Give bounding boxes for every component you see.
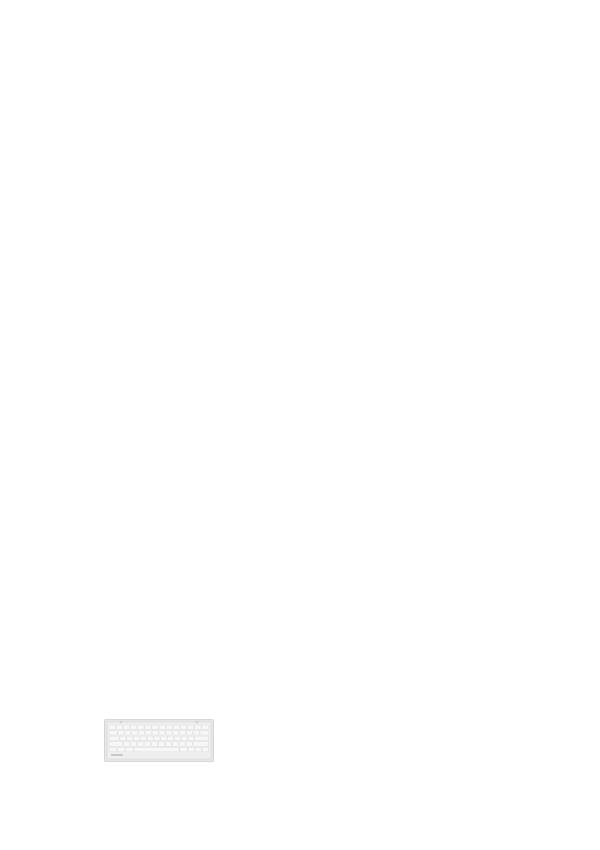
keyboard-key xyxy=(194,724,202,730)
keyboard-key xyxy=(158,741,165,747)
keyboard-key xyxy=(178,741,186,747)
keyboard-hinge-left xyxy=(119,720,123,724)
keyboard-key xyxy=(146,736,154,741)
keyboard-key xyxy=(153,736,161,741)
keyboard-key xyxy=(133,736,140,741)
keyboard-illustration xyxy=(104,719,214,762)
keyboard-key xyxy=(115,724,123,730)
keyboard-key xyxy=(187,724,195,730)
keyboard-key xyxy=(123,741,130,747)
keyboard-key xyxy=(125,747,134,752)
keyboard-key xyxy=(130,741,137,747)
keyboard-key xyxy=(144,741,151,747)
keyboard-key xyxy=(173,724,180,730)
keyboard-key xyxy=(172,730,180,736)
keyboard-key xyxy=(194,736,209,741)
keyboard-key xyxy=(158,730,166,736)
keyboard-key xyxy=(165,724,173,730)
keyboard-key xyxy=(123,724,130,730)
keyboard-key xyxy=(133,747,180,752)
keyboard-key xyxy=(165,730,173,736)
keyboard-key xyxy=(193,730,200,736)
keyboard-key xyxy=(179,747,188,752)
keyboard-icon xyxy=(104,719,214,762)
keyboard-logo-mark xyxy=(111,754,123,756)
keyboard-key xyxy=(117,747,126,752)
keyboard-key xyxy=(108,724,116,730)
keyboard-hinge-right xyxy=(195,720,199,724)
keyboard-key xyxy=(131,730,138,736)
keyboard-key xyxy=(187,747,195,752)
keyboard-key xyxy=(185,741,193,747)
keyboard-key xyxy=(201,724,209,730)
keyboard-key xyxy=(144,724,152,730)
keyboard-key xyxy=(108,736,120,741)
keyboard-key xyxy=(140,736,147,741)
keyboard-key xyxy=(124,730,132,736)
keyboard-key xyxy=(180,736,188,741)
keyboard-key xyxy=(137,724,145,730)
keyboard-key xyxy=(158,724,166,730)
keyboard-key xyxy=(117,730,125,736)
keyboard-key xyxy=(194,747,202,752)
keyboard-key xyxy=(199,730,209,736)
keyboard-key xyxy=(174,736,181,741)
keyboard-key xyxy=(180,724,188,730)
keyboard-key xyxy=(151,724,159,730)
keyboard-key xyxy=(201,747,209,752)
keyboard-key xyxy=(138,730,145,736)
keyboard-key xyxy=(119,736,127,741)
keyboard-key xyxy=(130,724,138,730)
keyboard-key xyxy=(108,730,118,736)
keyboard-key xyxy=(167,736,174,741)
keyboard-key xyxy=(186,730,193,736)
keyboard-key xyxy=(151,730,159,736)
keyboard-key xyxy=(160,736,167,741)
keyboard-key xyxy=(165,741,172,747)
keyboard-key xyxy=(179,730,186,736)
keyboard-key xyxy=(172,741,179,747)
keyboard-key xyxy=(187,736,195,741)
keyboard-key xyxy=(192,741,209,747)
keyboard-key xyxy=(126,736,133,741)
keyboard-key xyxy=(137,741,144,747)
keyboard-key xyxy=(108,741,124,747)
keyboard-key xyxy=(151,741,158,747)
keyboard-key xyxy=(108,747,117,752)
keyboard-key xyxy=(145,730,152,736)
keyboard-keys xyxy=(108,724,209,752)
